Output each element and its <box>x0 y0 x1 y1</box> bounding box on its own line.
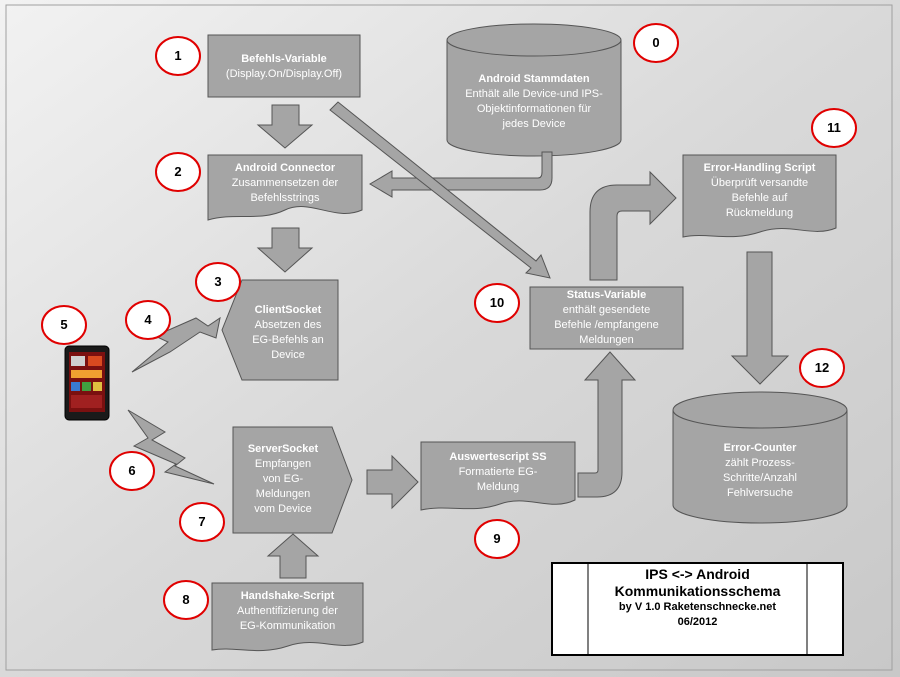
circle-0 <box>633 23 679 63</box>
cylinder-error-counter <box>672 391 848 524</box>
shape-clientsocket <box>221 279 339 381</box>
circle-12 <box>799 348 845 388</box>
step-number-4: 4 <box>144 312 152 327</box>
box-status-variable <box>529 286 684 350</box>
title-box <box>551 562 844 656</box>
step-number-1: 1 <box>174 48 182 63</box>
circle-6 <box>109 451 155 491</box>
title-line-3: by V 1.0 Raketenschnecke.net <box>618 601 777 613</box>
arrow-10-to-11 <box>589 170 677 281</box>
arrow-0-to-2 <box>369 151 553 198</box>
circle-5 <box>41 305 87 345</box>
step-number-8: 8 <box>182 592 190 607</box>
shape-serversocket <box>232 426 353 534</box>
step-number-5: 5 <box>60 317 68 332</box>
circle-10 <box>474 283 520 323</box>
arrow-11-to-12 <box>730 251 790 385</box>
title-text: IPS <-> Android Kommunikationsschema by … <box>590 566 805 630</box>
step-number-7: 7 <box>198 514 206 529</box>
step-number-10: 10 <box>489 295 505 310</box>
circle-7 <box>179 502 225 542</box>
title-line-1: IPS <-> Android <box>645 566 750 582</box>
step-number-2: 2 <box>174 164 182 179</box>
android-phone-icon <box>64 345 110 421</box>
step-number-0: 0 <box>652 35 660 50</box>
lightning-bolt-outgoing <box>131 316 221 373</box>
step-number-6: 6 <box>128 463 136 478</box>
circle-1 <box>155 36 201 76</box>
arrow-2-to-3 <box>256 227 314 273</box>
document-android-connector <box>207 154 363 221</box>
document-auswertescript <box>420 441 576 511</box>
title-line-2: Kommunikationsschema <box>614 583 781 599</box>
slide-border <box>5 4 893 671</box>
circle-3 <box>195 262 241 302</box>
step-number-3: 3 <box>214 274 222 289</box>
arrow-1-to-10 <box>329 101 551 279</box>
node-1-label: Befehls-Variable(Display.On/Display.Off) <box>225 53 343 80</box>
arrow-8-to-7 <box>266 533 320 579</box>
circle-8 <box>163 580 209 620</box>
arrow-1-to-2 <box>256 104 314 149</box>
circle-2 <box>155 152 201 192</box>
circle-4 <box>125 300 171 340</box>
circle-9 <box>474 519 520 559</box>
step-number-9: 9 <box>493 531 501 546</box>
arrow-9-to-10 <box>577 351 637 498</box>
circle-11 <box>811 108 857 148</box>
box-befehls-variable <box>207 34 361 98</box>
title-line-4: 06/2012 <box>677 616 718 628</box>
document-handshake-script <box>211 582 364 652</box>
step-number-11: 11 <box>827 120 841 135</box>
lightning-bolt-incoming <box>127 409 215 485</box>
document-error-handling <box>682 154 837 238</box>
arrow-7-to-9 <box>366 454 419 510</box>
step-number-12: 12 <box>814 360 830 375</box>
cylinder-android-stammdaten <box>446 23 622 157</box>
